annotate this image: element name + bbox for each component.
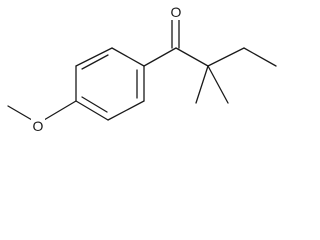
ethyl-bond-2 [243, 47, 277, 67]
methyl-bond-down-left [195, 65, 209, 104]
ether-methyl-bond [7, 105, 33, 121]
carbonyl-quaternary-bond [175, 47, 209, 67]
ring-double-bond-inner-2 [81, 96, 108, 113]
benzene-ring [75, 47, 145, 121]
ring-bond-1 [111, 47, 145, 67]
ring-bond-2 [75, 47, 113, 67]
chemical-structure-diagram: O O [7, 4, 277, 134]
ring-bond-5 [107, 100, 145, 121]
ring-ether-bond [43, 100, 77, 121]
methyl-bond-down-right [207, 65, 229, 104]
aryl-carbonyl-bond [143, 47, 177, 67]
carbonyl-double-bond [171, 19, 180, 49]
carbonyl-oxygen-atom: O [169, 4, 183, 20]
ring-double-bond-inner-1 [81, 54, 109, 70]
ethyl-bond-1 [207, 47, 245, 67]
ether-oxygen-label: O [33, 118, 44, 134]
carbonyl-oxygen-label: O [171, 4, 182, 20]
ether-oxygen-atom: O [31, 118, 45, 134]
ring-bond-4 [75, 100, 109, 121]
